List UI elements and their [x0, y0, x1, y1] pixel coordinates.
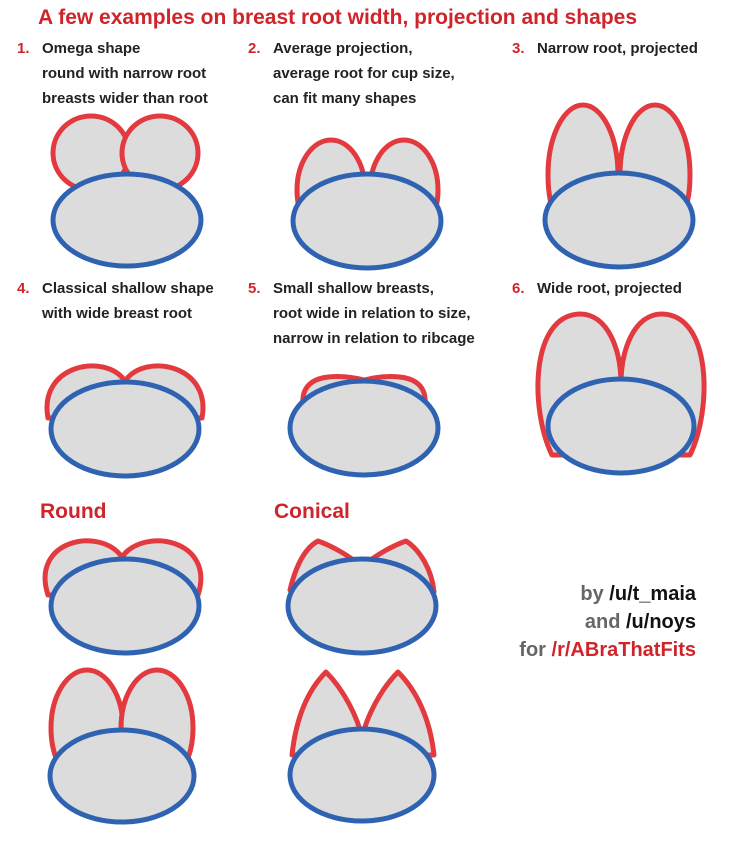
- figure-4-ribcage: [48, 379, 202, 479]
- figure-conical-projected: [287, 669, 437, 824]
- example-5-number: 5.: [248, 280, 261, 297]
- example-1-line-3: breasts wider than root: [42, 90, 208, 107]
- credits: by /u/t_maia and /u/noys for /r/ABraThat…: [519, 580, 696, 664]
- figure-4-classical-shallow: [44, 363, 206, 479]
- example-4-number: 4.: [17, 280, 30, 297]
- figure-1-ribcage: [50, 171, 204, 269]
- figure-3-ribcage: [542, 170, 696, 270]
- example-2-number: 2.: [248, 40, 261, 57]
- credits-user-2: /u/noys: [625, 611, 696, 633]
- figure-2-average: [290, 137, 444, 271]
- section-round-heading: Round: [40, 500, 107, 523]
- credits-by: by: [580, 583, 604, 605]
- example-5-line-2: root wide in relation to size,: [273, 305, 471, 322]
- credits-line-1: by /u/t_maia: [519, 580, 696, 608]
- example-2-description: Average projection, average root for cup…: [273, 36, 455, 111]
- figure-3-narrow-projected: [542, 102, 696, 270]
- example-1-description: Omega shape round with narrow root breas…: [42, 36, 208, 111]
- figure-round-shallow: [42, 538, 204, 656]
- example-3-line-1: Narrow root, projected: [537, 40, 698, 57]
- example-4-line-1: Classical shallow shape: [42, 280, 214, 297]
- page-title: A few examples on breast root width, pro…: [38, 6, 638, 29]
- figure-5-ribcage: [287, 378, 441, 478]
- figure-conical-shallow-ribcage: [285, 556, 439, 656]
- figure-round-shallow-ribcage: [48, 556, 202, 656]
- figure-round-projected: [47, 667, 197, 825]
- credits-and: and: [584, 611, 621, 633]
- figure-5-small-shallow: [287, 373, 441, 478]
- credits-subreddit: /r/ABraThatFits: [551, 639, 696, 661]
- credits-line-2: and /u/noys: [519, 608, 696, 636]
- credits-line-3: for /r/ABraThatFits: [519, 636, 696, 664]
- section-conical-heading: Conical: [274, 500, 350, 523]
- example-2-line-1: Average projection,: [273, 40, 413, 57]
- figure-conical-shallow: [285, 538, 439, 656]
- figure-6-ribcage: [545, 376, 697, 476]
- figure-2-ribcage: [290, 171, 444, 271]
- example-5-line-1: Small shallow breasts,: [273, 280, 434, 297]
- example-3-number: 3.: [512, 40, 525, 57]
- example-5-description: Small shallow breasts, root wide in rela…: [273, 276, 475, 351]
- example-4-description: Classical shallow shape with wide breast…: [42, 276, 214, 326]
- example-3-description: Narrow root, projected: [537, 36, 698, 61]
- example-2-line-2: average root for cup size,: [273, 65, 455, 82]
- example-2-line-3: can fit many shapes: [273, 90, 417, 107]
- figure-6-wide-projected: [535, 311, 707, 476]
- figure-1-omega: [50, 113, 204, 269]
- figure-conical-projected-ribcage: [287, 726, 437, 824]
- example-6-description: Wide root, projected: [537, 276, 682, 301]
- example-1-number: 1.: [17, 40, 30, 57]
- example-1-line-1: Omega shape: [42, 40, 141, 57]
- credits-user-1: /u/t_maia: [609, 583, 696, 605]
- example-1-line-2: round with narrow root: [42, 65, 207, 82]
- example-6-number: 6.: [512, 280, 525, 297]
- example-6-line-1: Wide root, projected: [537, 280, 682, 297]
- example-4-line-2: with wide breast root: [42, 305, 193, 322]
- example-5-line-3: narrow in relation to ribcage: [273, 330, 475, 347]
- credits-for: for: [519, 639, 546, 661]
- figure-round-projected-ribcage: [47, 727, 197, 825]
